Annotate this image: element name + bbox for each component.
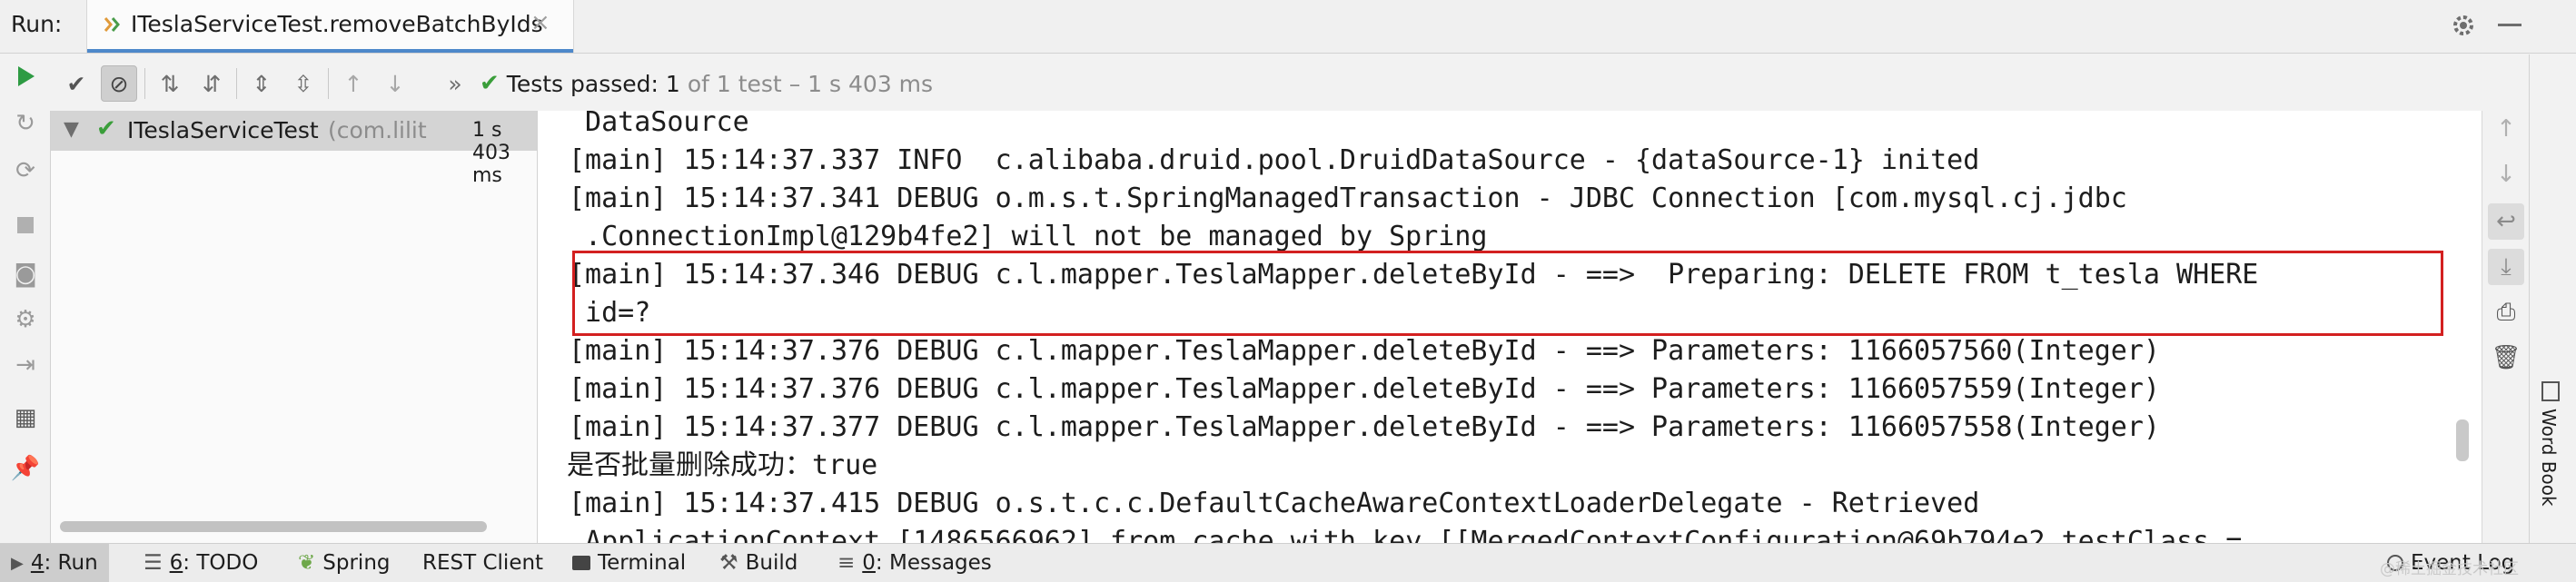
test-class-package: (com.lilit — [328, 117, 427, 143]
close-icon[interactable]: × — [530, 9, 550, 36]
log-line: DataSource — [569, 111, 749, 138]
highlight-annotation-box — [572, 251, 2443, 336]
minimize-icon[interactable] — [2498, 24, 2522, 26]
play-small-icon: ▶ — [11, 553, 24, 573]
spring-leaf-icon: ❦ — [298, 551, 316, 575]
run-label: Run: — [11, 11, 63, 37]
pin-icon[interactable]: 📌 — [10, 455, 41, 482]
test-class-name: ITeslaServiceTest — [127, 117, 319, 143]
rest-client-tool-tab[interactable]: REST Client — [422, 544, 543, 582]
log-line-highlighted: [main] 15:14:37.346 DEBUG c.l.mapper.Tes… — [569, 259, 2259, 291]
console-side-toolbar: ↑ ↓ ↩ ⤓ ⎙ 🗑 — [2482, 111, 2530, 543]
tests-passed-count: 1 — [665, 70, 680, 97]
camera-icon[interactable]: ◙ — [14, 261, 37, 288]
event-log-label: Event Log — [2411, 551, 2515, 575]
console-output[interactable]: DataSource [main] 15:14:37.337 INFO c.al… — [538, 111, 2482, 543]
sort-alphabetically-icon[interactable]: ⇅ — [160, 70, 180, 97]
log-line: [main] 15:14:37.415 DEBUG o.s.t.c.c.Defa… — [569, 488, 1980, 519]
tests-passed-label: Tests passed: — [506, 70, 659, 97]
log-line: .ConnectionImpl@129b4fe2] will not be ma… — [569, 221, 1488, 252]
test-toolbar: ✔ ⊘ ⇅ ⇵ ⇕ ⇳ ↑ ↓ » ✔ Tests passed: 1 of 1… — [50, 54, 2576, 112]
run-tab-label: : Run — [44, 551, 98, 575]
log-line: [main] 15:14:37.377 DEBUG c.l.mapper.Tes… — [569, 411, 2160, 443]
messages-tab-number: 0 — [862, 551, 876, 575]
toolbar-separator — [236, 68, 237, 99]
soft-wrap-icon[interactable]: ↩ — [2488, 203, 2524, 240]
word-book-strip — [2529, 54, 2576, 543]
dump-threads-icon[interactable]: ⚙ — [15, 306, 36, 333]
hammer-icon: ⚒ — [719, 551, 738, 575]
stop-icon[interactable] — [7, 207, 44, 243]
event-log-tool-tab[interactable]: Event Log — [2387, 544, 2514, 582]
run-config-tab[interactable]: ITeslaServiceTest.removeBatchByIds × — [86, 0, 574, 53]
previous-failed-icon[interactable]: ↑ — [343, 70, 363, 97]
messages-icon: ≡ — [837, 551, 856, 575]
book-icon — [2541, 381, 2560, 401]
trash-icon[interactable]: 🗑 — [2491, 344, 2522, 371]
sort-by-duration-icon[interactable]: ⇵ — [202, 70, 222, 97]
print-icon[interactable]: ⎙ — [2496, 298, 2516, 326]
tests-of-total: of 1 test — [687, 70, 782, 97]
show-ignored-icon[interactable]: ⊘ — [101, 65, 137, 102]
log-line: [main] 15:14:37.341 DEBUG o.m.s.t.Spring… — [569, 182, 2127, 214]
result-output-line: 是否批量删除成功：true — [567, 449, 878, 481]
test-tree: ▼ ✔ ITeslaServiceTest (com.lilit 1 s 403… — [51, 111, 538, 543]
run-tab-number: 4 — [30, 551, 45, 575]
expand-arrow-icon[interactable]: ▼ — [64, 118, 79, 141]
play-icon[interactable] — [7, 58, 44, 94]
tests-status: ✔ Tests passed: 1 of 1 test – 1 s 403 ms — [480, 70, 933, 97]
layout-icon[interactable]: ▦ — [14, 404, 37, 431]
spring-tab-label: Spring — [322, 551, 391, 575]
spring-tool-tab[interactable]: ❦ Spring — [298, 544, 391, 582]
run-tool-header: Run: ITeslaServiceTest.removeBatchByIds … — [0, 0, 2576, 54]
junit-config-icon — [100, 13, 124, 36]
scroll-to-end-icon[interactable]: ⤓ — [2488, 249, 2524, 285]
check-icon: ✔ — [480, 70, 500, 97]
toolbar-separator — [144, 68, 145, 99]
list-icon: ☰ — [144, 551, 163, 575]
horizontal-scrollbar[interactable] — [60, 521, 487, 532]
vertical-scrollbar[interactable] — [2456, 419, 2469, 461]
todo-tool-tab[interactable]: ☰ 6: TODO — [144, 544, 258, 582]
terminal-tab-label: Terminal — [598, 551, 687, 575]
log-line: [main] 15:14:37.376 DEBUG c.l.mapper.Tes… — [569, 335, 2160, 367]
log-line: [main] 15:14:37.337 INFO c.alibaba.druid… — [569, 144, 1980, 176]
scroll-up-icon[interactable]: ↑ — [2496, 115, 2516, 143]
test-class-time: 1 s 403 ms — [472, 119, 510, 187]
bottom-tool-bar: ▶ 4: Run ☰ 6: TODO ❦ Spring REST Client … — [0, 543, 2576, 582]
todo-tab-number: 6 — [169, 551, 183, 575]
rerun-failed-icon[interactable]: ↻ — [15, 110, 35, 137]
build-tool-tab[interactable]: ⚒ Build — [719, 544, 798, 582]
tree-row[interactable]: ▼ ✔ ITeslaServiceTest (com.lilit 1 s 403… — [51, 111, 537, 187]
terminal-tool-tab[interactable]: Terminal — [572, 544, 686, 582]
pass-check-icon: ✔ — [96, 115, 116, 143]
messages-tab-label: : Messages — [875, 551, 992, 575]
toggle-auto-test-icon[interactable]: ⟳ — [15, 157, 35, 184]
event-log-icon — [2387, 555, 2403, 571]
log-line: [main] 15:14:37.376 DEBUG c.l.mapper.Tes… — [569, 373, 2160, 405]
expand-all-icon[interactable]: ⇕ — [252, 70, 272, 97]
todo-tab-label: : TODO — [183, 551, 259, 575]
scroll-down-icon[interactable]: ↓ — [2496, 161, 2516, 188]
messages-tool-tab[interactable]: ≡ 0: Messages — [837, 544, 992, 582]
gear-icon[interactable] — [2449, 11, 2478, 40]
watermark: @稀土掘金技术社区 — [2380, 560, 2519, 578]
tab-active-indicator — [87, 49, 573, 53]
next-failed-icon[interactable]: ↓ — [385, 70, 405, 97]
run-tool-tab[interactable]: ▶ 4: Run — [0, 544, 109, 582]
show-passed-icon[interactable]: ✔ — [66, 70, 86, 97]
run-tab-title: ITeslaServiceTest.removeBatchByIds — [131, 11, 543, 37]
more-chevron-icon[interactable]: » — [448, 70, 462, 97]
terminal-icon — [572, 556, 590, 570]
left-toolbar: ↻ ⟳ ◙ ⚙ ⇥ ▦ 📌 — [0, 54, 51, 543]
log-line-highlighted: id=? — [569, 297, 651, 329]
word-book-tab[interactable]: Word Book — [2538, 409, 2560, 507]
toolbar-separator — [328, 68, 329, 99]
collapse-all-icon[interactable]: ⇳ — [293, 70, 313, 97]
tests-time: – 1 s 403 ms — [788, 70, 934, 97]
log-line: ApplicationContext [1486566962] from cac… — [569, 526, 2243, 543]
exit-icon[interactable]: ⇥ — [15, 351, 35, 379]
rest-client-label: REST Client — [422, 551, 544, 575]
build-tab-label: Build — [745, 551, 798, 575]
